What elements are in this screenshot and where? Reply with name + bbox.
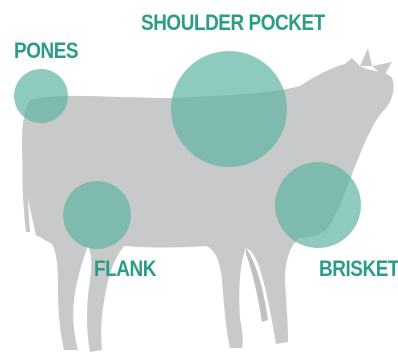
shoulder-pocket-circle[interactable] (171, 51, 287, 167)
flank-circle[interactable] (63, 181, 131, 249)
pones-label: PONES (14, 40, 78, 62)
flank-label: FLANK (94, 258, 156, 280)
shoulder-pocket-label: SHOULDER POCKET (141, 12, 325, 34)
pones-circle[interactable] (14, 69, 68, 123)
brisket-label: BRISKET (319, 258, 398, 280)
cow-ear-left (360, 48, 372, 66)
brisket-circle[interactable] (275, 162, 361, 248)
